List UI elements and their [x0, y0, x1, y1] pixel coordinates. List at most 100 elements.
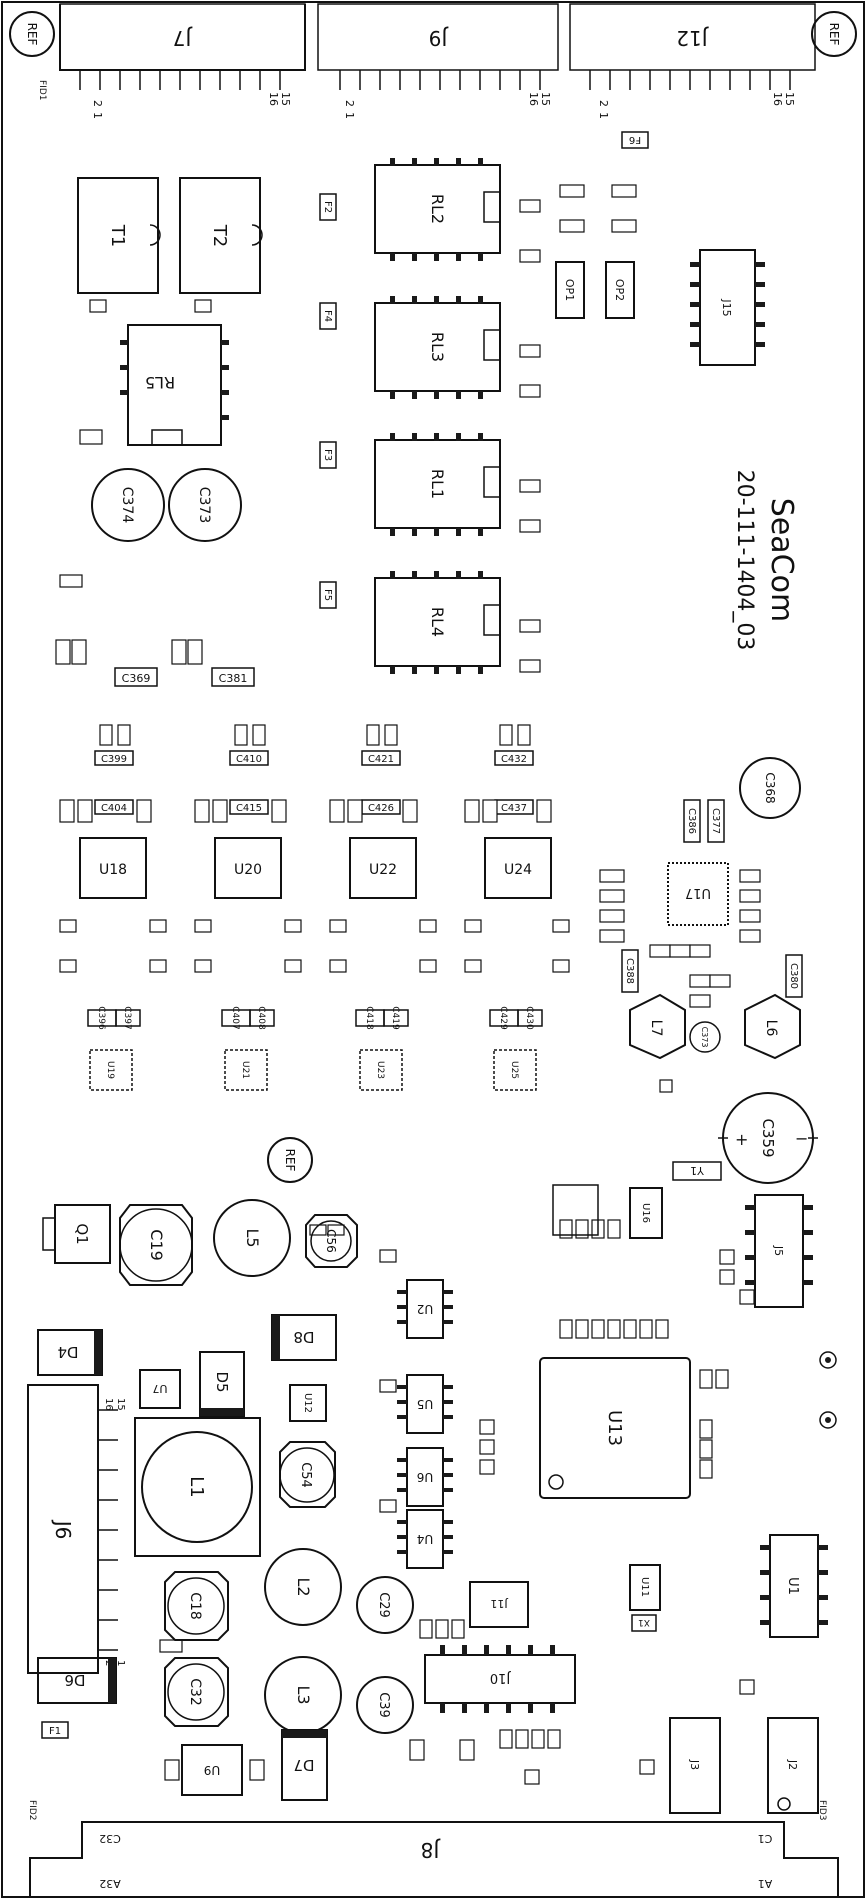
svg-text:RL2: RL2: [428, 194, 447, 224]
svg-text:L7: L7: [648, 1020, 664, 1037]
svg-text:C415: C415: [236, 803, 262, 814]
svg-text:L3: L3: [294, 1685, 313, 1704]
svg-text:L1: L1: [186, 1476, 207, 1497]
svg-text:U7: U7: [152, 1382, 167, 1395]
svg-text:C18: C18: [187, 1592, 203, 1620]
svg-text:C29: C29: [376, 1592, 391, 1618]
svg-text:J15: J15: [720, 298, 733, 316]
svg-text:RL4: RL4: [428, 607, 447, 637]
svg-text:15: 15: [279, 92, 292, 106]
svg-text:C377: C377: [710, 808, 721, 834]
svg-text:C426: C426: [368, 803, 394, 814]
crystal-x1: X1: [631, 1614, 657, 1632]
svg-text:16: 16: [267, 92, 280, 106]
svg-text:U23: U23: [375, 1061, 385, 1079]
transformer-t2: T2: [179, 177, 263, 294]
ref-hole-top-right: REF: [811, 11, 857, 57]
svg-text:2: 2: [597, 100, 610, 107]
connector-j15: J15: [690, 249, 765, 366]
cap-c18: C18: [164, 1571, 229, 1641]
svg-text:1: 1: [91, 112, 104, 119]
svg-text:D8: D8: [293, 1328, 314, 1346]
fuse-f3: F3: [319, 441, 337, 469]
svg-text:F4: F4: [322, 310, 333, 322]
svg-text:16: 16: [771, 92, 784, 106]
svg-text:J6: J6: [51, 1519, 75, 1540]
diode-d7: D7: [281, 1729, 328, 1801]
svg-text:REF: REF: [283, 1149, 297, 1172]
connector-j5: J5: [745, 1194, 813, 1308]
svg-text:C1: C1: [758, 1832, 773, 1845]
opto-op2: OP2: [605, 261, 635, 319]
svg-text:C388: C388: [624, 958, 635, 984]
svg-text:U11: U11: [639, 1577, 650, 1597]
relay-rl4: RL4: [374, 577, 501, 667]
svg-text:20-111-1404_03: 20-111-1404_03: [732, 470, 757, 651]
ic-u5: U5: [406, 1374, 444, 1434]
svg-text:1: 1: [597, 112, 610, 119]
fuse-f1: F1: [41, 1721, 69, 1739]
connector-j10: J10: [424, 1645, 576, 1713]
svg-text:15: 15: [115, 1398, 126, 1411]
svg-text:U12: U12: [302, 1393, 313, 1413]
svg-text:J7: J7: [173, 26, 194, 50]
diode-d4: D4: [37, 1329, 103, 1376]
svg-text:C369: C369: [122, 672, 151, 685]
svg-text:C19: C19: [147, 1229, 166, 1261]
ic-u4: U4: [406, 1509, 444, 1569]
cap-c374: C374: [91, 468, 165, 542]
ref-hole-mid: REF: [267, 1137, 313, 1183]
cap-c19: C19: [119, 1204, 193, 1286]
relay-rl1: RL1: [374, 439, 501, 529]
svg-text:U17: U17: [685, 885, 711, 900]
ic-u1: U1: [760, 1534, 828, 1638]
relay-rl3: RL3: [374, 302, 501, 392]
svg-text:Q1: Q1: [73, 1223, 91, 1244]
inductor-l5: L5: [213, 1199, 291, 1277]
ref-hole-top-left: REF: [9, 11, 55, 57]
svg-text:D7: D7: [293, 1756, 314, 1774]
fiducial-3: [777, 1797, 791, 1811]
cap-c381: C381: [211, 667, 255, 687]
fuse-f5: F5: [319, 581, 337, 609]
svg-text:C380: C380: [788, 963, 799, 989]
svg-text:C410: C410: [236, 754, 262, 765]
svg-text:D4: D4: [57, 1343, 78, 1361]
svg-text:OP1: OP1: [563, 279, 576, 301]
svg-text:FID2: FID2: [27, 1800, 37, 1821]
svg-text:C437: C437: [501, 803, 527, 814]
cap-c39: C39: [356, 1676, 414, 1734]
svg-text:U25: U25: [509, 1061, 519, 1079]
svg-text:F1: F1: [49, 1726, 61, 1737]
svg-text:C430: C430: [524, 1006, 534, 1030]
svg-text:U2: U2: [417, 1302, 433, 1316]
svg-text:F2: F2: [322, 201, 333, 213]
inductor-l7: L7: [629, 993, 686, 1060]
svg-text:T2: T2: [209, 224, 230, 247]
inductor-l1: L1: [134, 1417, 261, 1557]
svg-text:C399: C399: [101, 754, 127, 765]
svg-text:C397: C397: [122, 1006, 132, 1029]
svg-text:C32: C32: [187, 1678, 203, 1706]
svg-text:D5: D5: [213, 1371, 231, 1392]
connector-j11: J11: [469, 1581, 529, 1628]
opto-op1: OP1: [555, 261, 585, 319]
svg-text:15: 15: [539, 92, 552, 106]
ic-u11: U11: [629, 1564, 661, 1611]
svg-text:Y1: Y1: [690, 1164, 705, 1177]
cap-c359: C359 +−: [718, 1092, 818, 1184]
svg-text:C418: C418: [364, 1006, 374, 1030]
connector-j9: J9 2 1 16 15: [317, 3, 559, 119]
crystal-y1: Y1: [672, 1161, 722, 1181]
svg-text:J12: J12: [676, 26, 709, 50]
svg-text:C419: C419: [390, 1006, 400, 1030]
relay-rl2: RL2: [374, 164, 501, 254]
svg-text:C381: C381: [219, 672, 248, 685]
svg-text:C429: C429: [498, 1006, 508, 1030]
cap-c54: C54: [279, 1441, 336, 1508]
transistor-q1: Q1: [42, 1204, 111, 1264]
inductor-l6: L6: [744, 993, 801, 1060]
cap-c386: C386: [683, 799, 701, 843]
